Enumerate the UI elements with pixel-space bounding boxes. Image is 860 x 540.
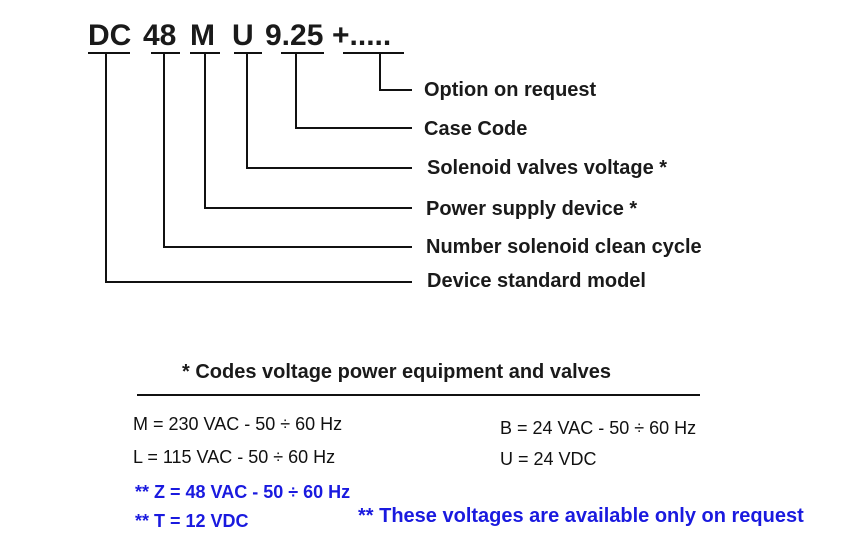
request-only-note: ** These voltages are available only on … [358,505,804,527]
code-part-u: U [232,19,254,52]
code-part-case: 9.25 [265,19,324,52]
leader-clean-cycle [163,53,412,248]
section-divider [137,394,700,396]
leader-option [379,53,412,91]
label-solenoid-voltage: Solenoid valves voltage * [427,157,668,179]
code-part-48: 48 [143,19,177,52]
label-option: Option on request [424,79,597,101]
voltage-code-l: L = 115 VAC - 50 ÷ 60 Hz [133,447,336,467]
label-case-code: Case Code [424,118,528,140]
voltage-code-t: ** T = 12 VDC [135,511,249,531]
leader-standard-model [105,53,412,283]
label-power-supply: Power supply device * [426,198,638,220]
voltage-section-title: * Codes voltage power equipment and valv… [182,361,612,383]
label-clean-cycle: Number solenoid clean cycle [426,236,702,258]
voltage-code-b: B = 24 VAC - 50 ÷ 60 Hz [500,418,697,438]
label-standard-model: Device standard model [427,270,646,292]
leader-case-code [295,53,412,129]
leader-solenoid-voltage [246,53,412,169]
code-part-dc: DC [88,19,132,52]
voltage-code-u: U = 24 VDC [500,449,597,469]
voltage-code-z: ** Z = 48 VAC - 50 ÷ 60 Hz [135,482,351,502]
code-part-m: M [190,19,215,52]
leader-power-supply [204,53,412,209]
voltage-code-m: M = 230 VAC - 50 ÷ 60 Hz [133,414,343,434]
code-part-option: +..... [332,19,392,52]
